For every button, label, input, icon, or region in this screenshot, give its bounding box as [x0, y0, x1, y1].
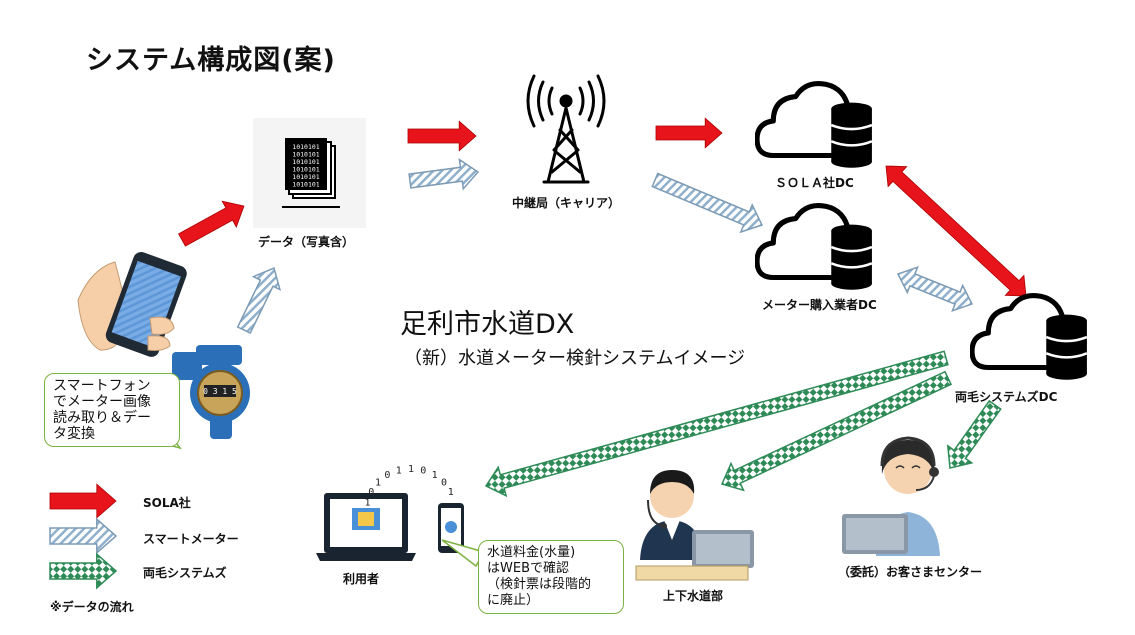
heading-sub: （新）水道メーター検針システムイメージ	[404, 348, 746, 369]
binary-line: 1010101	[292, 143, 319, 151]
legend-label-sola: SOLA社	[143, 496, 191, 510]
call-center-operator-icon	[842, 436, 940, 556]
callout-line: スマートフォン	[53, 378, 151, 394]
smartphone-callout: スマートフォン でメーター画像 読み取り＆デー タ変換	[44, 373, 180, 447]
ryomo-to-callcenter-arrow	[946, 399, 1002, 469]
ryomo-cloud-db-icon	[972, 296, 1087, 380]
sola-flow-arrow	[407, 120, 477, 152]
binary-digit: 1	[432, 470, 438, 481]
water-meter-icon: 0 3 1 5	[172, 345, 250, 439]
vendor-ryomo-link-arrow	[896, 265, 974, 313]
data-document-icon: 1010101101010110101011010101101010110101…	[253, 118, 366, 228]
legend-note: ※データの流れ	[50, 600, 134, 614]
binary-digit: 0	[441, 478, 447, 489]
binary-line: 1010101	[292, 151, 319, 159]
legend-arrow-sola	[49, 483, 117, 519]
callout-line: タ変換	[53, 426, 95, 442]
smartphone-hand-icon	[77, 251, 187, 357]
callout-line: はWEBで確認	[487, 561, 569, 576]
sola-flow-arrow	[655, 117, 723, 149]
call-center-label: （委託）お客さまセンター	[838, 565, 983, 579]
legend-label-smart-meter: スマートメーター	[143, 532, 239, 546]
callout-line: に廃止）	[487, 593, 540, 608]
legend-label-ryomo: 両毛システムズ	[143, 566, 227, 580]
callout-line: 水道料金(水量)	[487, 545, 576, 560]
page-title: システム構成図(案)	[86, 45, 336, 76]
waterworks-staff-icon	[635, 470, 754, 581]
laptop-icon	[316, 493, 416, 561]
sola-dc-label: ＳＯＬＡ社DC	[775, 176, 854, 190]
vendor-cloud-db-icon	[757, 206, 872, 290]
ryomo-to-user-arrow	[484, 350, 949, 498]
binary-digit: 0	[420, 466, 426, 477]
vendor-dc-label: メーター購入業者DC	[762, 298, 877, 312]
web-callout: 水道料金(水量) はWEBで確認 （検針票は段階的 に廃止）	[478, 540, 624, 614]
callout-line: （検針票は段階的	[487, 577, 592, 592]
data-label: データ（写真含）	[258, 235, 355, 249]
binary-digit: 0	[368, 487, 374, 498]
binary-digit: 0	[384, 470, 390, 481]
binary-digit: 1	[365, 498, 371, 509]
relay-label: 中継局（キャリア）	[512, 196, 621, 210]
ryomo-dc-label: 両毛システムズDC	[955, 390, 1058, 404]
callout-line: でメーター画像	[53, 394, 151, 410]
legend-arrow-ryomo	[49, 552, 118, 590]
legend-arrow-smart-meter	[49, 517, 118, 555]
relay-tower-icon	[526, 74, 606, 184]
user-label: 利用者	[343, 572, 380, 586]
svg-text:0 3 1 5: 0 3 1 5	[203, 387, 237, 396]
sola-cloud-db-icon	[757, 84, 872, 168]
ryomo-to-waterworks-arrow	[720, 370, 953, 492]
user-phone-icon	[438, 503, 464, 553]
sola-flow-arrow	[178, 200, 245, 247]
binary-digit: 1	[396, 466, 402, 477]
binary-digit: 1	[408, 464, 414, 475]
meter-flow-arrow	[651, 172, 764, 234]
meter-flow-arrow	[408, 158, 480, 191]
binary-line: 1010101	[292, 166, 319, 174]
heading-main: 足利市水道DX	[400, 309, 575, 340]
callout-line: 読み取り＆デー	[53, 410, 151, 426]
binary-line: 1010101	[292, 173, 319, 181]
binary-digit: 1	[375, 478, 381, 489]
meter-flow-arrow	[236, 266, 282, 334]
binary-digit: 1	[448, 487, 454, 498]
binary-line: 1010101	[292, 181, 319, 189]
binary-line: 1010101	[292, 158, 319, 166]
waterworks-label: 上下水道部	[663, 589, 724, 603]
